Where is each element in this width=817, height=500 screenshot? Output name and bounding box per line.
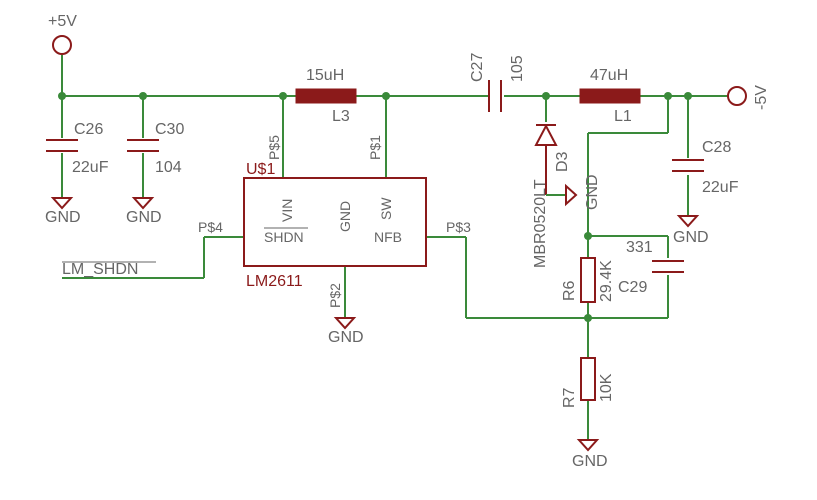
shdn-net-label: LM_SHDN — [62, 261, 138, 278]
capacitor-c28: C28 22uF — [672, 139, 739, 196]
gnd-label: GND — [572, 453, 608, 470]
c27-value: 105 — [509, 55, 526, 82]
r7-name: R7 — [561, 387, 578, 408]
capacitor-c27: C27 105 — [469, 53, 526, 112]
ground-symbol: GND — [328, 317, 364, 346]
pad-p3-label: P$3 — [446, 219, 471, 235]
c27-name: C27 — [469, 53, 486, 82]
c29-name: C29 — [618, 279, 647, 296]
c29-value: 331 — [626, 239, 653, 256]
ground-symbol: GND — [572, 439, 608, 470]
pin-shdn-label: SHDN — [264, 229, 304, 245]
capacitor-c29: 331 C29 — [618, 239, 684, 296]
pin-vin-label: VIN — [279, 199, 295, 222]
l3-value: 15uH — [306, 67, 344, 84]
ground-symbol: GND — [45, 197, 81, 226]
wires — [61, 55, 728, 440]
gnd-label: GND — [328, 329, 364, 346]
pin-nfb-label: NFB — [374, 229, 402, 245]
d3-name: D3 — [554, 151, 571, 172]
pad-p4-label: P$4 — [198, 219, 223, 235]
l1-value: 47uH — [590, 67, 628, 84]
vout-terminal: -5V — [727, 85, 770, 110]
pad-p5-label: P$5 — [266, 135, 282, 160]
c28-name: C28 — [702, 139, 731, 156]
ground-symbol: GND — [126, 197, 162, 226]
resistor-r6: R6 29.4K — [561, 257, 615, 303]
l1-name: L1 — [614, 108, 632, 125]
c30-name: C30 — [155, 121, 184, 138]
pad-p1-label: P$1 — [367, 135, 383, 160]
c26-value: 22uF — [72, 159, 109, 176]
ic-value: LM2611 — [246, 273, 303, 290]
ground-symbol: GND — [673, 215, 709, 246]
c30-value: 104 — [155, 159, 182, 176]
resistor-r7: R7 10K — [561, 357, 615, 408]
gnd-label: GND — [45, 209, 81, 226]
ic-name: U$1 — [246, 161, 275, 178]
d3-value: MBR0520LT — [532, 179, 549, 268]
vin-terminal: +5V — [48, 13, 77, 55]
l3-name: L3 — [332, 108, 350, 125]
capacitor-c26: C26 22uF — [46, 121, 109, 198]
inductor-l1: 47uH L1 — [579, 67, 641, 125]
r6-name: R6 — [561, 280, 578, 301]
inductor-l3: 15uH L3 — [295, 67, 357, 125]
c28-value: 22uF — [702, 179, 739, 196]
r7-value: 10K — [598, 373, 615, 402]
pin-gnd-label: GND — [337, 201, 353, 232]
pin-sw-label: SW — [378, 197, 394, 220]
gnd-label: GND — [126, 209, 162, 226]
c26-name: C26 — [74, 121, 103, 138]
gnd-label: GND — [584, 174, 601, 210]
pad-p2-label: P$2 — [327, 283, 343, 308]
shdn-net: LM_SHDN — [62, 261, 156, 278]
diode-d3: D3 MBR0520LT GND — [532, 123, 601, 268]
capacitor-c30: C30 104 — [127, 121, 184, 198]
ic-lm2611: U$1 LM2611 VIN SHDN GND SW NFB P$1 P$2 P… — [198, 135, 471, 308]
r6-value: 29.4K — [598, 260, 615, 302]
gnd-label: GND — [673, 229, 709, 246]
junctions — [58, 92, 692, 322]
vin-label: +5V — [48, 13, 77, 30]
vout-label: -5V — [753, 85, 770, 110]
